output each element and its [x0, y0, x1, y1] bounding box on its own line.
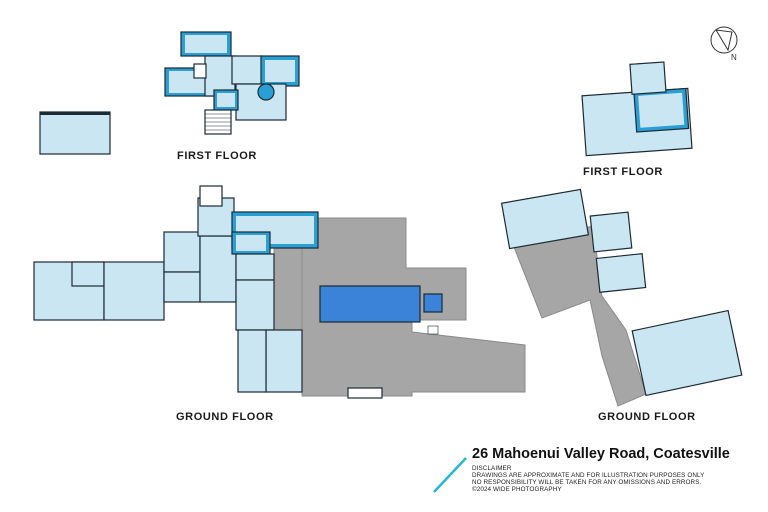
room-bathroom-central — [199, 185, 223, 207]
disclaimer-copyright: ©2024 WIDE PHOTOGRAPHY — [472, 486, 562, 493]
wide-photography-logo-icon — [433, 457, 467, 493]
north-compass-icon: N — [710, 26, 738, 62]
room-lounge-right — [500, 188, 590, 250]
room-garage-ground — [265, 329, 303, 393]
detached-building-plan — [39, 111, 111, 155]
first-floor-left-plan — [164, 31, 300, 135]
room-family — [231, 55, 263, 85]
compass-north-letter: N — [731, 53, 737, 62]
room-laundry — [235, 253, 275, 281]
room-kitchen — [163, 271, 201, 303]
room-dining — [163, 231, 201, 273]
outdoor-deck-right — [511, 225, 647, 407]
label-first-floor-left: FIRST FLOOR — [177, 150, 257, 162]
room-ensuite-right-upper — [629, 61, 667, 95]
room-lounge-left — [103, 261, 165, 321]
room-bedroom-right-ground — [589, 211, 633, 253]
room-bath-right-ground — [595, 253, 647, 293]
spa-pool — [423, 293, 443, 313]
disclaimer-line-2: NO RESPONSIBILITY WILL BE TAKEN FOR ANY … — [472, 479, 702, 486]
room-bathroom-left — [71, 261, 105, 287]
property-address-title: 26 Mahoenui Valley Road, Coatesville — [472, 446, 730, 462]
room-garage-studio — [39, 111, 111, 155]
ground-floor-right-plan — [500, 188, 743, 407]
first-floor-right-plan — [581, 61, 693, 157]
swimming-pool — [319, 285, 421, 323]
room-study — [235, 279, 275, 331]
disclaimer-line-1: DRAWINGS ARE APPROXIMATE AND FOR ILLUSTR… — [472, 472, 705, 479]
label-ground-floor-left: GROUND FLOOR — [176, 411, 274, 423]
room-corridor-lower — [237, 329, 267, 393]
label-ground-floor-right: GROUND FLOOR — [598, 411, 696, 423]
room-garage-right — [631, 309, 743, 397]
room-hallway — [199, 235, 237, 303]
room-center-hall — [204, 55, 236, 97]
label-first-floor-right: FIRST FLOOR — [583, 166, 663, 178]
ground-floor-left-plan — [33, 185, 526, 399]
disclaimer-heading: DISCLAIMER — [472, 465, 512, 472]
